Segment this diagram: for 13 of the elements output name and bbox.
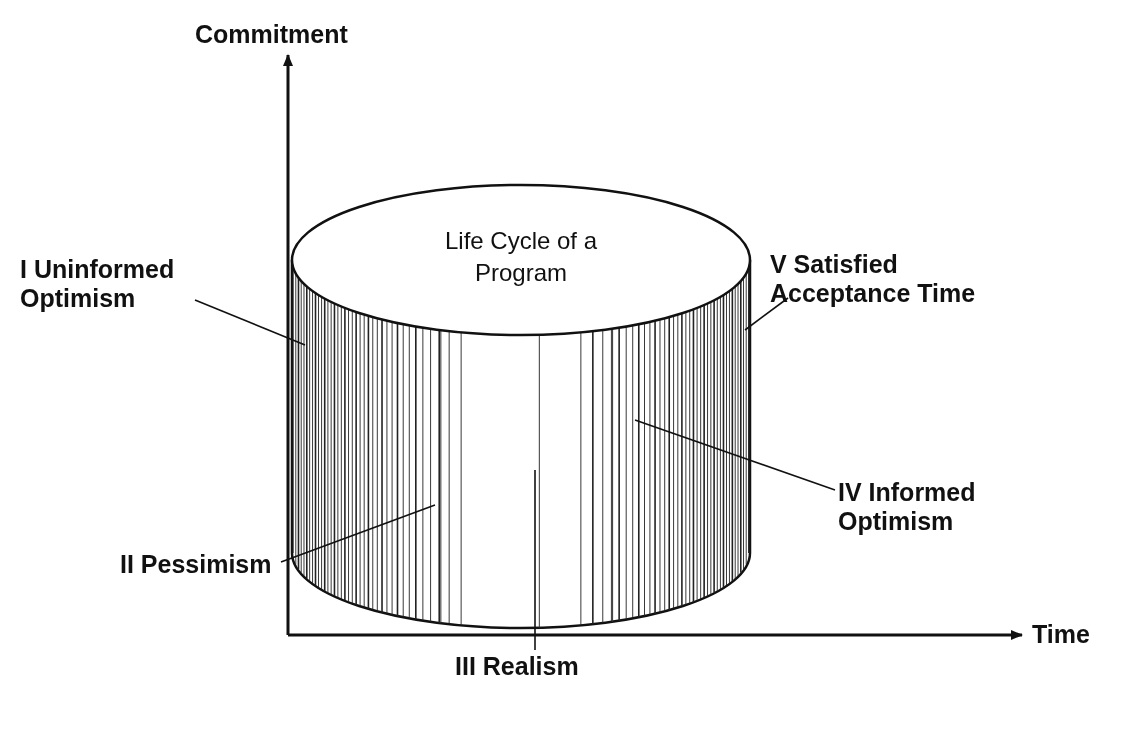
leader-line [744, 297, 789, 331]
leader-line [194, 299, 306, 346]
axis-label: Commitment [195, 20, 348, 49]
phase-label: III Realism [455, 652, 580, 681]
phase-label: I Uninformed Optimism [20, 255, 176, 313]
cylinder-label: Life Cycle of a Program [443, 226, 599, 288]
leader-line [634, 419, 836, 491]
axis-label: Time [1032, 620, 1090, 649]
leader-line [280, 504, 436, 563]
phase-label: V Satisfied Acceptance Time [770, 250, 977, 308]
phase-label: II Pessimism [120, 550, 273, 579]
phase-label: IV Informed Optimism [838, 478, 977, 536]
leader-line [534, 469, 536, 651]
